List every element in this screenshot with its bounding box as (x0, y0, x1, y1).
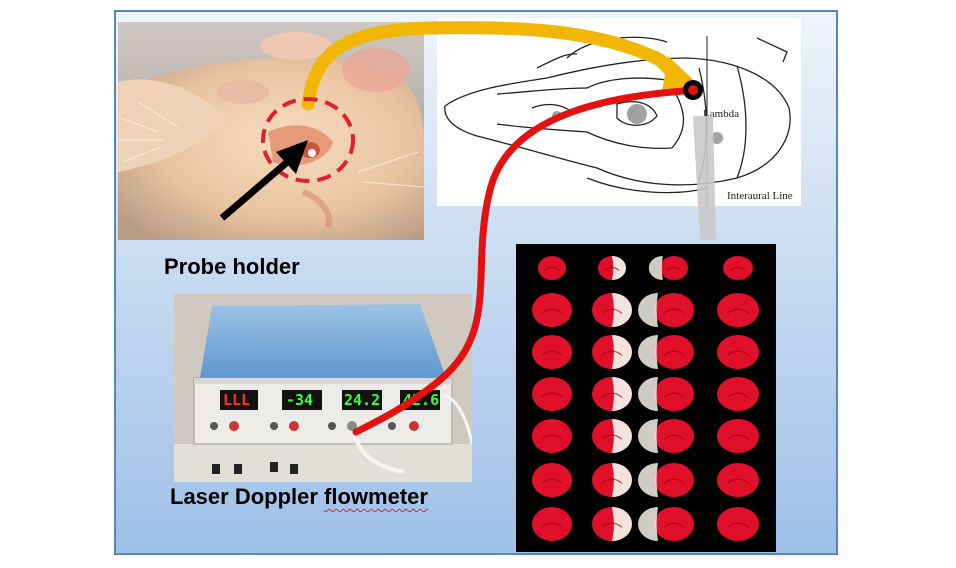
brain-slice (592, 507, 632, 541)
brain-slice (638, 293, 694, 327)
brain-slice (638, 377, 694, 411)
brain-slice (532, 507, 572, 541)
brain-slice (592, 463, 632, 497)
display-2: -34 (286, 391, 314, 409)
brain-slice (532, 377, 572, 411)
brain-slice (598, 256, 626, 280)
rat-photo-panel (118, 22, 424, 240)
brain-slices-panel (516, 244, 776, 552)
brain-slice (592, 377, 632, 411)
flowmeter-label: Laser Doppler flowmeter (170, 484, 428, 510)
brain-slice (638, 463, 694, 497)
brain-slice (648, 256, 688, 280)
probe-holder-label: Probe holder (164, 254, 300, 279)
brain-slice (723, 256, 753, 280)
red-connector (352, 86, 702, 436)
interaural-line-label: Interaural Line (727, 190, 793, 202)
brain-slice (638, 335, 694, 369)
brain-slice (717, 377, 759, 411)
brain-slice (638, 419, 694, 453)
display-1: LLL (223, 391, 251, 409)
brain-slice (532, 419, 572, 453)
yellow-connector (301, 21, 683, 111)
brain-slice (538, 256, 566, 280)
brain-slice (532, 335, 572, 369)
brain-slices (532, 256, 759, 541)
flowmeter-label-prefix: Laser Doppler (170, 484, 325, 509)
flowmeter-label-word: flowmeter (324, 484, 428, 509)
brain-slice (717, 335, 759, 369)
rat-photo (118, 22, 424, 240)
brain-slice (532, 293, 572, 327)
display-3: 24.2 (344, 391, 381, 409)
arrow-icon (219, 155, 295, 221)
brain-slice (717, 293, 759, 327)
brain-slice (717, 419, 759, 453)
brain-slice (717, 507, 759, 541)
brain-slice (638, 507, 694, 541)
probe-circle (261, 97, 355, 183)
brain-slice (717, 463, 759, 497)
callout-wedge (693, 116, 716, 240)
brain-slice (592, 293, 632, 327)
brain-slice (592, 419, 632, 453)
brain-slice (532, 463, 572, 497)
brain-slice (592, 335, 632, 369)
